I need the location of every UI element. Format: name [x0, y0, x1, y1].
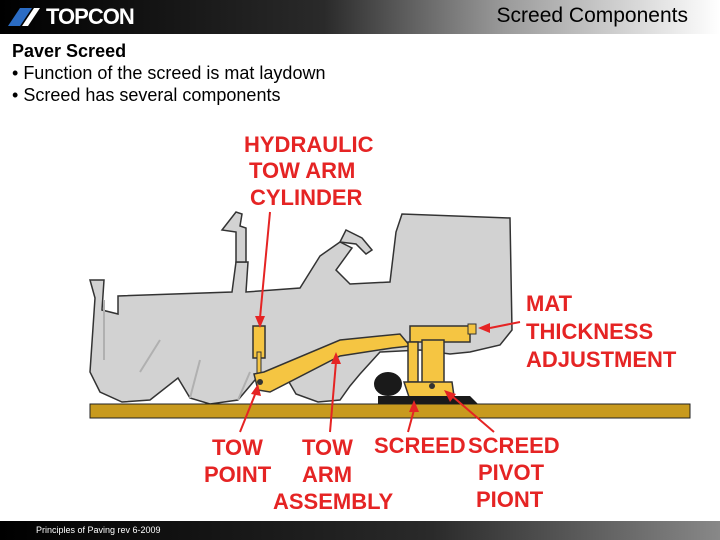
bullet-item: Function of the screed is mat laydown [12, 62, 612, 84]
label-hydraulic-tow-arm-cylinder: HYDRAULIC TOW ARM CYLINDER [244, 132, 374, 211]
label-screed: SCREED [374, 433, 466, 459]
slide-content: Paver Screed Function of the screed is m… [12, 40, 612, 106]
callout-arrows [239, 211, 521, 433]
footer-text: Principles of Paving rev 6-2009 [36, 525, 161, 535]
bullet-list: Function of the screed is mat laydown Sc… [12, 62, 612, 106]
screed-assembly [402, 323, 477, 401]
label-line: SCREED [468, 433, 560, 458]
label-line: THICKNESS [526, 319, 653, 344]
asphalt-mat [378, 396, 478, 404]
label-tow-arm-assembly: TOW ARM ASSEMBLY [273, 435, 394, 515]
logo-text: TOPCON [46, 4, 135, 29]
slide-title: Screed Components [496, 4, 688, 27]
label-line: PIONT [476, 487, 544, 512]
label-screed-pivot-point: SCREED PIVOT PIONT [468, 433, 560, 513]
bullet-item: Screed has several components [12, 84, 612, 106]
label-mat-thickness-adjustment: MAT THICKNESS ADJUSTMENT [526, 291, 677, 373]
label-line: ASSEMBLY [273, 489, 394, 514]
topcon-logo-icon [8, 8, 40, 26]
auger [374, 372, 402, 396]
tow-arm [253, 333, 412, 393]
footer-bar: Principles of Paving rev 6-2009 [0, 521, 720, 540]
label-line: HYDRAULIC [244, 132, 374, 157]
label-line: TOW [212, 435, 263, 460]
tow-point-pin [257, 379, 263, 385]
label-line: POINT [204, 462, 272, 487]
topcon-logo: TOPCON [6, 4, 135, 29]
paver-silhouette [89, 211, 513, 405]
screed-diagram: HYDRAULIC TOW ARM CYLINDER MAT THICKNESS… [89, 132, 691, 515]
label-line: CYLINDER [250, 185, 363, 210]
label-line: ARM [302, 462, 352, 487]
header-bar: TOPCON [0, 0, 720, 34]
cylinder-rod [256, 351, 262, 375]
label-line: PIVOT [478, 460, 545, 485]
label-line: ADJUSTMENT [526, 347, 677, 372]
label-line: TOW [302, 435, 353, 460]
content-heading: Paver Screed [12, 41, 127, 61]
label-line: MAT [526, 291, 573, 316]
label-line: TOW ARM [249, 158, 355, 183]
label-line: SCREED [374, 433, 466, 458]
ground [89, 403, 691, 419]
label-tow-point: TOW POINT [204, 435, 272, 488]
